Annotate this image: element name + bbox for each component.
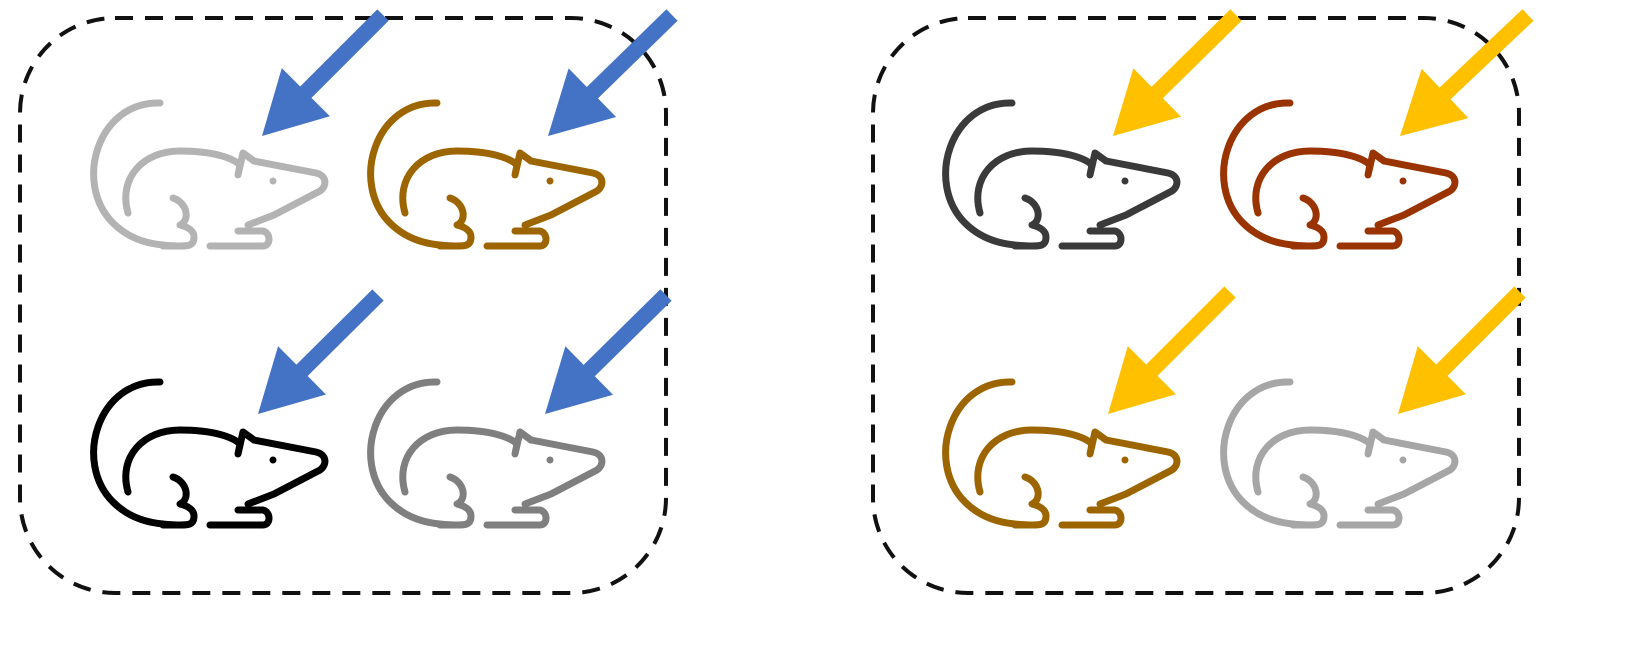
arrow-icon xyxy=(1398,286,1526,414)
dashed-group-frame xyxy=(871,16,1521,595)
arrow-icon xyxy=(262,9,389,136)
left-group xyxy=(18,9,678,595)
arrow-icon xyxy=(545,289,672,414)
arrow-icon xyxy=(1108,286,1236,414)
arrow-icon xyxy=(1113,9,1242,137)
arrow-icon xyxy=(1400,9,1534,136)
right-group xyxy=(871,9,1534,595)
arrow-icon xyxy=(258,289,384,414)
arrow-icon xyxy=(548,9,678,136)
